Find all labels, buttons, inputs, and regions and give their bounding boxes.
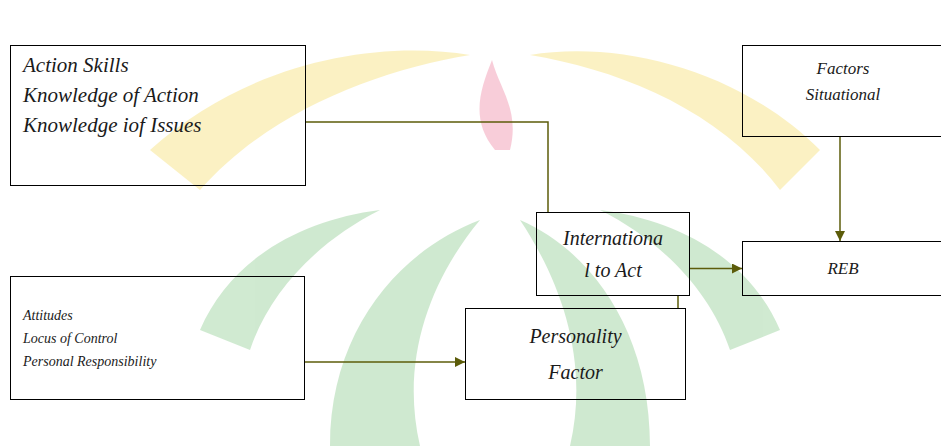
box-text: Action Skills <box>23 50 129 80</box>
box-text: Knowledge iof Issues <box>23 110 202 140</box>
connector-line <box>839 137 841 241</box>
box-text: Personal Responsibility <box>23 350 156 373</box>
watermark-leaf <box>200 210 380 350</box>
box-text: Attitudes <box>23 304 73 327</box>
process-box: Personality Factor <box>465 308 686 400</box>
watermark-shapes <box>150 50 820 446</box>
process-box: Factors Situational <box>742 45 941 137</box>
box-text: Factors Situational <box>806 56 881 108</box>
connector-line <box>690 268 742 270</box>
box-text: Personality Factor <box>529 318 621 390</box>
box-text: REB <box>827 257 858 281</box>
process-box: Internationa l to Act <box>536 212 690 296</box>
box-text: Knowledge of Action <box>23 80 199 110</box>
watermark-leaf <box>330 220 480 446</box>
watermark-flame <box>480 60 513 150</box>
process-box: REB <box>742 241 941 296</box>
box-text: Internationa l to Act <box>563 222 663 286</box>
process-box: Action SkillsKnowledge of ActionKnowledg… <box>10 45 306 186</box>
connector-line <box>306 122 548 212</box>
watermark-leaf <box>520 220 650 446</box>
connector-line <box>677 296 679 308</box>
box-text: Locus of Control <box>23 327 117 350</box>
process-box: AttitudesLocus of ControlPersonal Respon… <box>10 276 305 400</box>
watermark-wing <box>530 51 820 190</box>
connector-line <box>305 361 465 363</box>
